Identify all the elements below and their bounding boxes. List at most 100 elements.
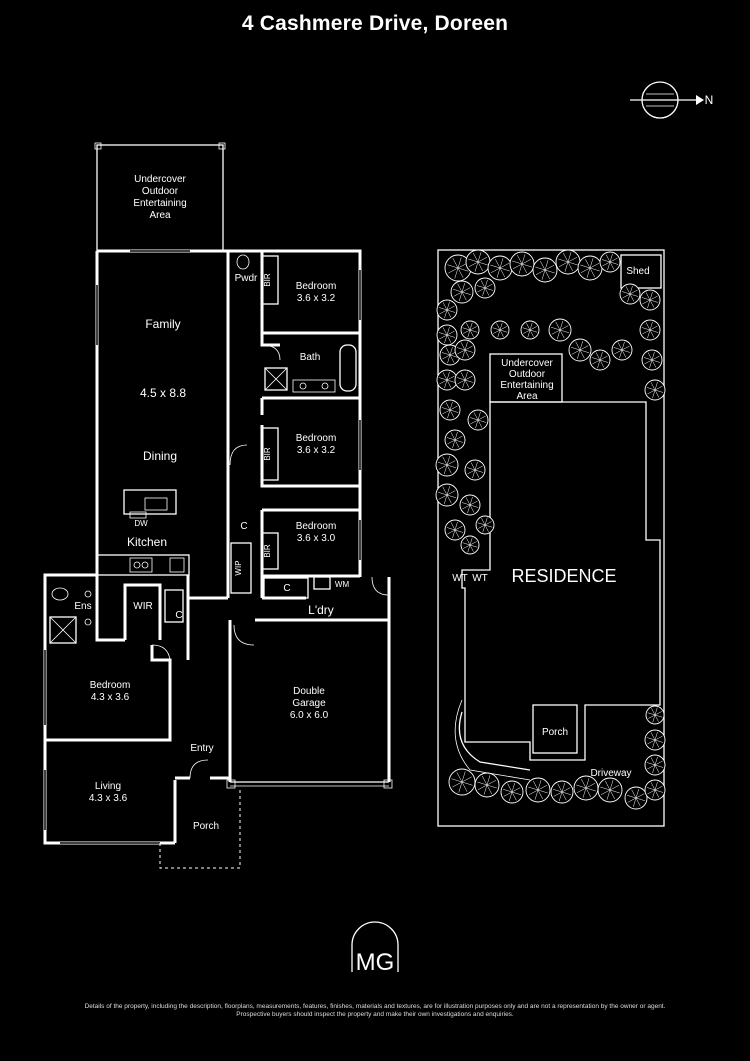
tree-branch	[452, 439, 456, 449]
tree-branch	[448, 267, 459, 274]
tree-branch	[469, 329, 474, 337]
tree-branch	[454, 521, 458, 531]
tree-branch	[609, 785, 620, 791]
tree-branch	[652, 389, 656, 399]
tree-branch	[484, 287, 490, 296]
tree-branch	[437, 461, 448, 466]
tree-branch	[541, 269, 546, 280]
tree-branch	[446, 326, 450, 336]
kitchen-label: Kitchen	[127, 535, 167, 549]
north-arrow-icon	[630, 81, 704, 119]
tree-branch	[651, 355, 660, 361]
tree-branch	[446, 494, 452, 504]
tree-branch	[533, 780, 539, 791]
tree-branch	[469, 537, 473, 546]
tree-branch	[477, 261, 488, 266]
tree-branch	[654, 756, 658, 766]
tree-branch	[446, 460, 456, 466]
tree-branch	[438, 332, 448, 336]
tree-branch	[647, 389, 656, 395]
water-tank-label-1: WT	[452, 573, 468, 584]
tree-branch	[595, 352, 601, 361]
tree-branch	[496, 323, 501, 331]
tree-branch	[456, 377, 466, 381]
site-undercover-line-3: Entertaining	[500, 380, 553, 391]
tree-branch	[462, 542, 471, 546]
tree-branch	[652, 789, 656, 799]
tree-branch	[585, 783, 596, 789]
tree-branch	[606, 789, 611, 800]
garage-label-1: Double	[293, 686, 325, 697]
tree-branch	[446, 371, 450, 381]
site-boundary	[437, 249, 665, 827]
tree-branch	[522, 327, 531, 331]
tree-branch	[581, 778, 587, 789]
tree-branch	[446, 309, 452, 318]
tree-branch	[654, 711, 662, 716]
tree-branch	[654, 789, 664, 793]
tree-branch	[438, 494, 448, 500]
tree-branch	[497, 329, 501, 338]
porch-label: Porch	[193, 821, 219, 832]
tree-branch	[484, 283, 493, 289]
tree-branch	[439, 309, 448, 315]
tree-branch	[462, 349, 466, 359]
tree-branch	[629, 285, 633, 295]
tree-branch	[649, 299, 655, 308]
tree-branch	[605, 254, 611, 263]
water-tank-label-2: WT	[472, 573, 488, 584]
tree-branch	[592, 359, 601, 365]
tree-branch	[614, 349, 623, 355]
tree-branch	[609, 261, 619, 265]
tree-branch	[460, 342, 466, 351]
tree-branch	[484, 524, 489, 532]
wir-label: WIR	[133, 601, 152, 612]
tree-branch	[641, 297, 651, 301]
tree-branch	[462, 379, 466, 389]
tree-branch	[558, 791, 563, 802]
tree-branch	[557, 783, 563, 793]
tree-branch	[472, 469, 476, 479]
tree-branch	[621, 349, 631, 353]
tree-branch	[651, 708, 656, 716]
living-label: Living	[95, 781, 121, 792]
tree-branch	[446, 309, 456, 313]
tree-branch	[503, 791, 513, 797]
tree-branch	[467, 469, 476, 475]
bir-2-label: BIR	[263, 447, 272, 461]
tree-branch	[649, 299, 659, 303]
tree-branch	[512, 263, 523, 269]
site-porch-outline	[532, 704, 578, 754]
tree-branch	[579, 345, 589, 351]
tree-branch	[508, 791, 513, 802]
bir-3-label: BIR	[263, 544, 272, 558]
tree-branch	[647, 739, 656, 745]
tree-branch	[650, 782, 656, 791]
tree-branch	[499, 329, 508, 333]
tree-branch	[651, 359, 657, 368]
tree-branch	[585, 787, 596, 792]
tree-branch	[445, 402, 451, 411]
tree-branch	[599, 359, 609, 363]
floor-plan: Undercover Outdoor Entertaining Area Fam…	[43, 142, 393, 869]
tree-branch	[452, 288, 463, 293]
mg-monogram-logo: MG	[351, 921, 399, 976]
tree-branch	[477, 784, 488, 790]
tree-branch	[458, 781, 463, 793]
tree-branch	[464, 375, 473, 381]
tree-branch	[477, 411, 481, 421]
tree-branch	[461, 781, 468, 792]
tree-branch	[477, 261, 483, 272]
site-porch-label: Porch	[542, 727, 568, 738]
tree-branch	[625, 286, 631, 295]
tree-branch	[646, 737, 656, 741]
washing-machine-label: WM	[335, 580, 350, 589]
tree-branch	[474, 461, 478, 471]
tree-branch	[449, 409, 455, 418]
undercover-line-3: Entertaining	[133, 198, 186, 209]
tree-branch	[482, 287, 486, 297]
tree-branch	[621, 341, 625, 351]
tree-branch	[648, 714, 656, 719]
tree-branch	[635, 797, 641, 807]
tree-branch	[523, 329, 531, 334]
